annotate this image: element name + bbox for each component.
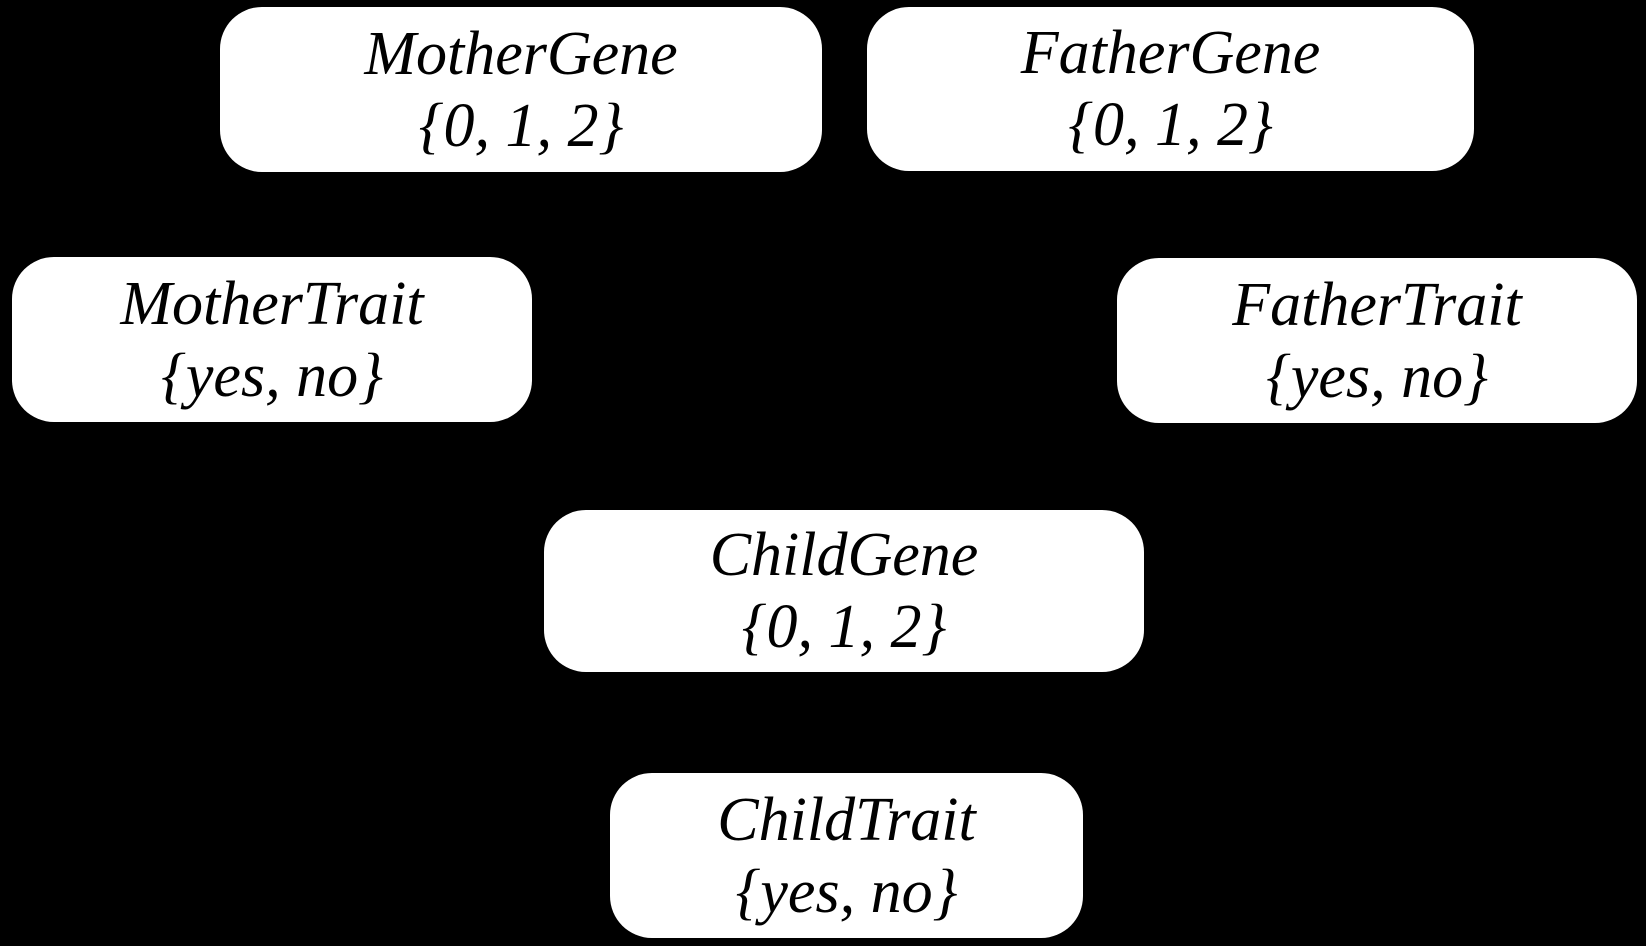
node-child-trait-title: ChildTrait [717, 785, 976, 854]
node-mother-trait: MotherTrait {yes, no} [12, 257, 532, 422]
node-mother-gene-title: MotherGene [364, 19, 678, 88]
node-mother-gene: MotherGene {0, 1, 2} [220, 7, 822, 172]
node-father-gene-title: FatherGene [1020, 19, 1321, 87]
node-father-gene-domain: {0, 1, 2} [1068, 91, 1273, 159]
node-mother-trait-title: MotherTrait [120, 269, 424, 338]
node-child-gene: ChildGene {0, 1, 2} [544, 510, 1144, 672]
node-father-gene: FatherGene {0, 1, 2} [867, 7, 1474, 171]
node-father-trait: FatherTrait {yes, no} [1117, 258, 1637, 423]
node-child-gene-domain: {0, 1, 2} [741, 593, 947, 661]
node-father-trait-domain: {yes, no} [1266, 342, 1488, 411]
node-mother-gene-domain: {0, 1, 2} [418, 91, 624, 160]
node-mother-trait-domain: {yes, no} [161, 341, 383, 410]
node-father-trait-title: FatherTrait [1232, 270, 1522, 339]
node-child-gene-title: ChildGene [709, 521, 979, 589]
node-child-trait-domain: {yes, no} [735, 857, 958, 926]
node-child-trait: ChildTrait {yes, no} [610, 773, 1083, 938]
